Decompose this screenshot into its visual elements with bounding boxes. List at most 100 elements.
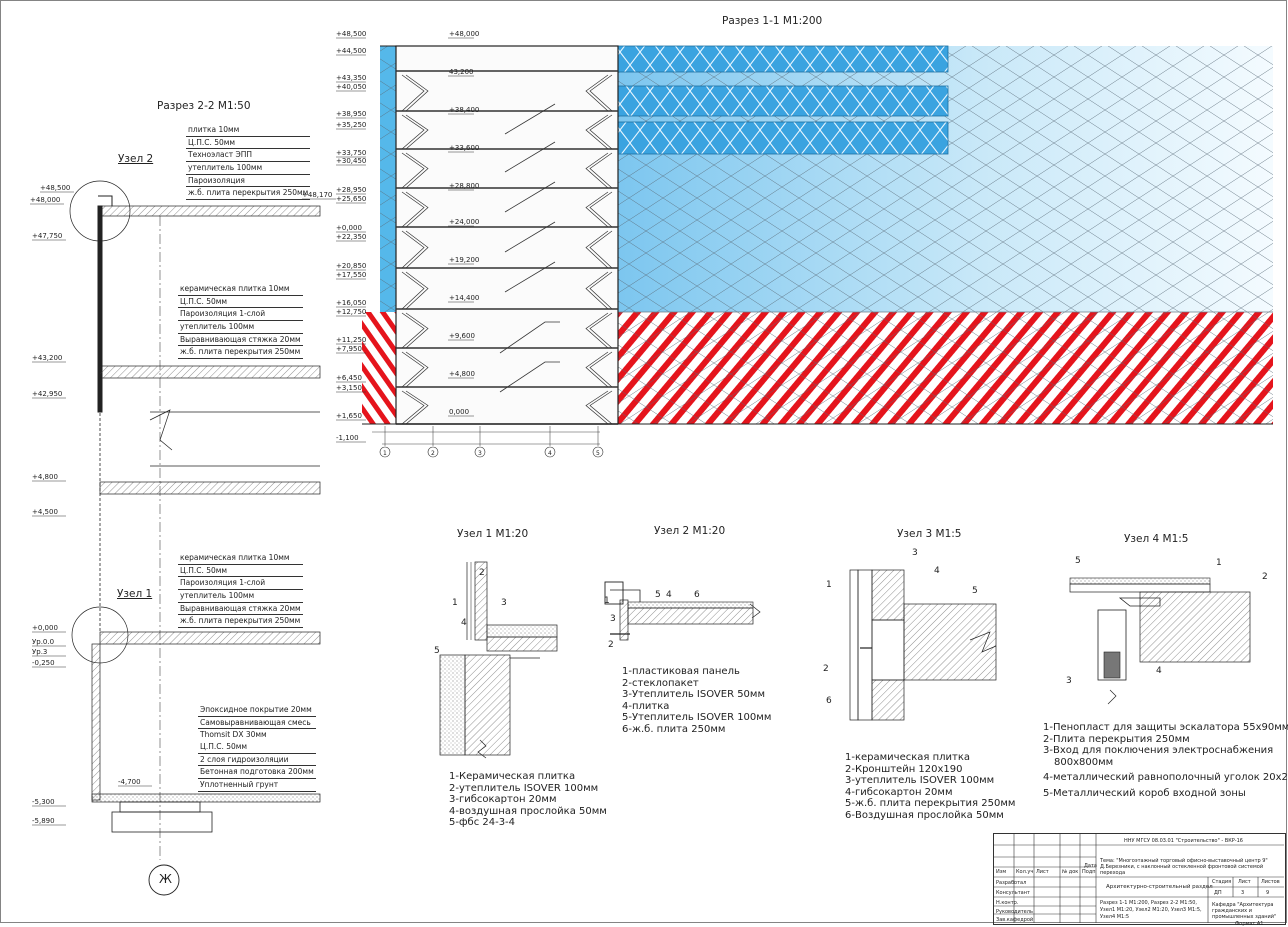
row-label: Консультант [996,890,1030,896]
level-label: Ур.3 [32,648,47,656]
layer: утеплитель 100мм [178,321,303,334]
node-4-mark: 3 [1066,676,1072,686]
col-header: Кол.уч [1016,869,1034,875]
axis-label: 3 [478,450,482,457]
layer: Выравнивающая стяжка 20мм [178,334,303,347]
stair-flight [401,152,429,189]
title-block: ННУ МГСУ 08.03.01 "Строительство" - ВКР-… [993,833,1286,925]
stage-header: Стадия [1212,879,1232,885]
node-1-mark: 4 [461,618,467,628]
stair-flight [585,114,613,150]
stair-flight [585,351,613,388]
node-3-mark: 6 [826,696,832,706]
axis-bubble [544,446,556,458]
level-label: +48,500 [40,184,70,192]
level-label: +20,850 [336,262,366,270]
node-2-mark: 4 [666,590,672,600]
level-label: +3,150 [336,384,362,392]
level-label: +19,200 [449,256,479,264]
level-label: +1,650 [336,412,362,420]
layer: Уплотненный грунт [198,779,316,792]
format-label: Формат А1 [1235,921,1264,927]
legend-item: 5-Утеплитель ISOVER 100мм [622,712,772,724]
stair-flight [585,74,613,112]
node-2-mark: 5 [655,590,661,600]
layer: Ц.П.С. 50мм [198,741,316,754]
level-label: -5,890 [32,817,55,825]
legend-item: 2-Плита перекрытия 250мм [1043,733,1190,745]
node-4-title: Узел 4 М1:5 [1124,533,1189,545]
node-4-mark: 5 [1075,556,1081,566]
stage-value: ДП [1214,890,1222,896]
level-label: -1,100 [336,434,359,442]
node-1-legend: 1-Керамическая плитка 2-утеплитель ISOVE… [449,771,607,829]
level-label: +0,000 [336,224,362,232]
section-1-1-inner-levels: +48,00043,200+38,400+33,600+28,800+24,00… [448,30,479,417]
level-label: +4,500 [32,508,58,516]
level-label: +6,450 [336,374,362,382]
level-label: +30,450 [336,157,366,165]
col-header: Изм [996,869,1007,875]
node-4-mark: 1 [1216,558,1222,568]
legend-item: 4-металлический равнополочный уголок 20х… [1043,772,1288,784]
legend-item: 3-гибсокартон 20мм [449,794,557,806]
node-2-callout: Узел 2 [118,153,154,165]
legend-item: 4-гибсокартон 20мм [845,786,953,798]
layer: Пароизоляция 1-слой [178,308,303,322]
level-label: +17,550 [336,271,366,279]
stair-flight [401,74,429,112]
stair-flight [585,390,613,425]
level-label: -4,700 [118,778,141,786]
stair-flight [401,230,429,269]
layer: Thomsit DX 30мм [200,730,267,740]
axis-bubble [474,446,486,458]
layer: Ц.П.С. 50мм [178,296,303,309]
legend-item: 2-утеплитель ISOVER 100мм [449,782,599,794]
node-1-drawing [439,561,558,759]
project-code: ННУ МГСУ 08.03.01 "Строительство" - ВКР-… [1124,838,1243,844]
level-label: +28,950 [336,186,366,194]
node-4-drawing [1069,577,1251,705]
node-2-mark: 1 [604,596,610,606]
node-3-mark: 4 [934,566,940,576]
legend-item: 2-стеклопакет [622,677,699,689]
layer: Самовыравнивающая смесь [198,717,316,730]
axis-label: 4 [548,450,552,457]
node-1-mark: 5 [434,646,440,656]
layer: Ц.П.С. 50мм [178,565,303,578]
level-label: +7,950 [336,345,362,353]
layer: Эпоксидное покрытие 20мм [198,704,316,717]
layer: Выравнивающая стяжка 20мм [178,603,303,616]
level-label: +42,950 [32,390,62,398]
node-2-mark: 3 [610,614,616,624]
legend-item: 6-ж.б. плита 250мм [622,723,726,735]
level-label: +43,200 [32,354,62,362]
section-2-2-levels: +48,500+48,000+47,750+48,170+43,200+42,9… [30,184,336,826]
layer: ж.б. плита перекрытия 250мм [178,615,303,629]
level-label: +33,600 [449,144,479,152]
layer: 2 слоя гидроизоляции [198,754,316,767]
legend-item: 3-утеплитель ISOVER 100мм [845,775,995,787]
node-2-mark: 6 [694,590,700,600]
axis-label: 2 [431,450,435,457]
legend-item: 1-пластиковая панель [622,666,740,677]
layer: керамическая плитка 10мм [178,283,303,296]
section-1-1-levels: +48,500+44,500+43,350+40,050+38,950+35,2… [336,30,366,443]
node-1-title: Узел 1 М1:20 [457,528,529,540]
node-1-callout: Узел 1 [117,588,153,600]
row-label: Разработал [996,880,1027,886]
node-2-title: Узел 2 М1:20 [654,525,726,537]
layer: утеплитель 100мм [186,162,311,175]
node-4-mark: 2 [1262,572,1268,582]
level-label: +47,750 [32,232,62,240]
sheets-value: 9 [1266,890,1270,896]
row-label: Руководитель [996,909,1033,915]
node-3-mark: 2 [823,664,829,674]
sheet-content: Разрез 1-1 М1:200, Разрез 2-2 М1:50, Узе… [1100,900,1202,920]
stair-flight [401,114,429,150]
legend-item: 800х800мм [1054,756,1114,768]
level-label: +16,050 [336,299,366,307]
axis-bubble [379,446,391,458]
level-label: -5,300 [32,798,55,806]
stair-flight [585,191,613,228]
